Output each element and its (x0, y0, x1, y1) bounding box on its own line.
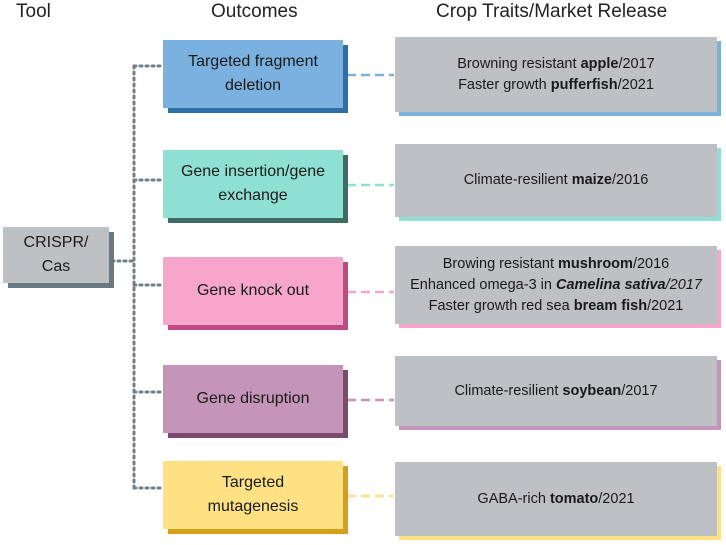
outcome-label: Targeted (221, 474, 285, 491)
header-traits: Crop Traits/Market Release (436, 1, 668, 22)
trait-line: GABA-rich tomato/2021 (477, 489, 634, 510)
outcome-label: Gene knock out (196, 282, 310, 299)
trait-text: Climate-resilient (454, 382, 563, 399)
trait-line: Climate-resilient soybean/2017 (454, 381, 657, 402)
trait-year: /2021 (598, 490, 635, 507)
trait-text: Enhanced omega-3 in (410, 276, 556, 293)
header-tool: Tool (16, 1, 51, 22)
header-outcomes: Outcomes (211, 1, 298, 22)
trait-year: /2017 (665, 276, 702, 293)
trait-highlight: tomato (549, 490, 599, 507)
trait-box: Climate-resilient maize/2016 (395, 144, 717, 217)
trait-line: Enhanced omega-3 in Camelina sativa/2017 (410, 275, 702, 296)
trait-year: /2017 (618, 55, 655, 72)
trait-highlight: soybean (562, 382, 622, 399)
trait-line: Browing resistant mushroom/2016 (443, 254, 669, 275)
outcome-box: Targeted fragment deletion (163, 40, 343, 108)
trait-year: /2017 (621, 382, 658, 399)
trait-text: Faster growth (458, 76, 551, 93)
tool-label-line1: CRISPR/ (23, 234, 89, 251)
outcome-box: Gene insertion/gene exchange (163, 150, 343, 218)
trait-text: Faster growth red sea (428, 297, 574, 314)
trait-box: Climate-resilient soybean/2017 (395, 356, 717, 426)
trait-highlight: bream fish (573, 297, 648, 314)
trait-year: /2021 (647, 297, 684, 314)
tool-label-line2: Cas (41, 258, 71, 275)
trait-text: Browing resistant (442, 255, 559, 272)
outcome-label: Targeted fragment (188, 53, 318, 70)
trait-line: Faster growth pufferfish/2021 (458, 75, 654, 96)
trait-highlight: maize (571, 172, 612, 188)
tool-box: CRISPR/ Cas (3, 227, 109, 283)
outcome-box: Gene knock out (163, 257, 343, 325)
trait-line: Faster growth red sea bream fish/2021 (429, 296, 684, 317)
trait-year: /2016 (632, 255, 670, 272)
trait-year: /2016 (612, 172, 649, 188)
trait-line: Browning resistant apple/2017 (457, 54, 654, 75)
outcome-box: Targeted mutagenesis (163, 461, 343, 529)
outcome-label: exchange (218, 187, 288, 204)
trait-highlight: Camelina sativa (555, 276, 666, 293)
trait-year: /2021 (617, 76, 654, 93)
outcome-label: deletion (224, 77, 282, 94)
trait-text: Browning resistant (457, 55, 581, 72)
trait-line: Climate-resilient maize/2016 (464, 170, 649, 191)
trait-highlight: mushroom (558, 255, 633, 272)
outcome-label: Gene disruption (196, 390, 310, 407)
outcome-label: Gene insertion/gene (180, 163, 326, 180)
trait-text: GABA-rich (477, 490, 550, 507)
outcome-box: Gene disruption (163, 365, 343, 433)
trait-highlight: pufferfish (550, 76, 618, 93)
outcome-label: mutagenesis (207, 498, 299, 515)
trait-text: Climate-resilient (463, 172, 572, 188)
trait-box: GABA-rich tomato/2021 (395, 462, 717, 536)
trait-highlight: apple (580, 55, 619, 72)
